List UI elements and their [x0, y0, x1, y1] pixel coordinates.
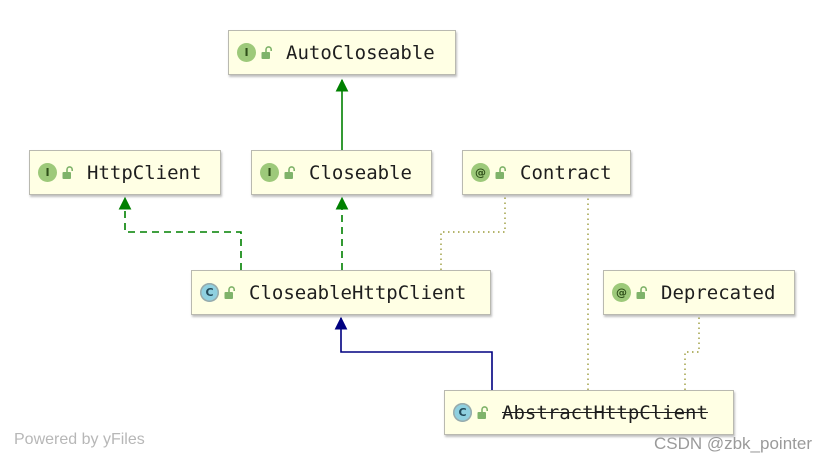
node-abstracthttpclient[interactable]: C AbstractHttpClient: [444, 390, 734, 435]
unlocked-padlock-icon: [495, 165, 506, 179]
edge-abstracthttpclient-deprecated: [684, 315, 700, 390]
watermark-text: CSDN @zbk_pointer: [653, 434, 812, 453]
unlocked-padlock-icon: [62, 165, 73, 179]
class-icon: C: [453, 403, 472, 422]
unlocked-padlock-icon: [284, 165, 295, 179]
node-deprecated[interactable]: @ Deprecated: [603, 270, 795, 315]
powered-by-text: Powered by yFiles: [14, 431, 145, 448]
annotation-icon: @: [471, 163, 490, 182]
node-httpclient[interactable]: I HttpClient: [29, 150, 221, 195]
node-contract[interactable]: @ Contract: [462, 150, 631, 195]
interface-icon: I: [260, 163, 279, 182]
node-label: Deprecated: [661, 281, 776, 304]
node-label: CloseableHttpClient: [249, 281, 467, 304]
node-closeable[interactable]: I Closeable: [251, 150, 432, 195]
interface-icon: I: [237, 43, 256, 62]
node-closeablehttpclient[interactable]: C CloseableHttpClient: [191, 270, 491, 315]
interface-icon: I: [38, 163, 57, 182]
annotation-icon: @: [612, 283, 631, 302]
node-label: AutoCloseable: [286, 41, 435, 64]
unlocked-padlock-icon: [477, 405, 488, 419]
unlocked-padlock-icon: [224, 285, 235, 299]
node-label: Closeable: [309, 161, 412, 184]
edge-closeablehttpclient-httpclient: [118, 196, 242, 270]
node-label: HttpClient: [87, 161, 202, 184]
unlocked-padlock-icon: [636, 285, 647, 299]
edge-abstracthttpclient-closeablehttpclient: [334, 316, 493, 390]
edge-closeablehttpclient-contract: [440, 195, 506, 270]
node-label: AbstractHttpClient: [502, 401, 708, 424]
node-autocloseable[interactable]: I AutoCloseable: [228, 30, 456, 75]
class-icon: C: [200, 283, 219, 302]
node-label: Contract: [520, 161, 612, 184]
unlocked-padlock-icon: [261, 45, 272, 59]
